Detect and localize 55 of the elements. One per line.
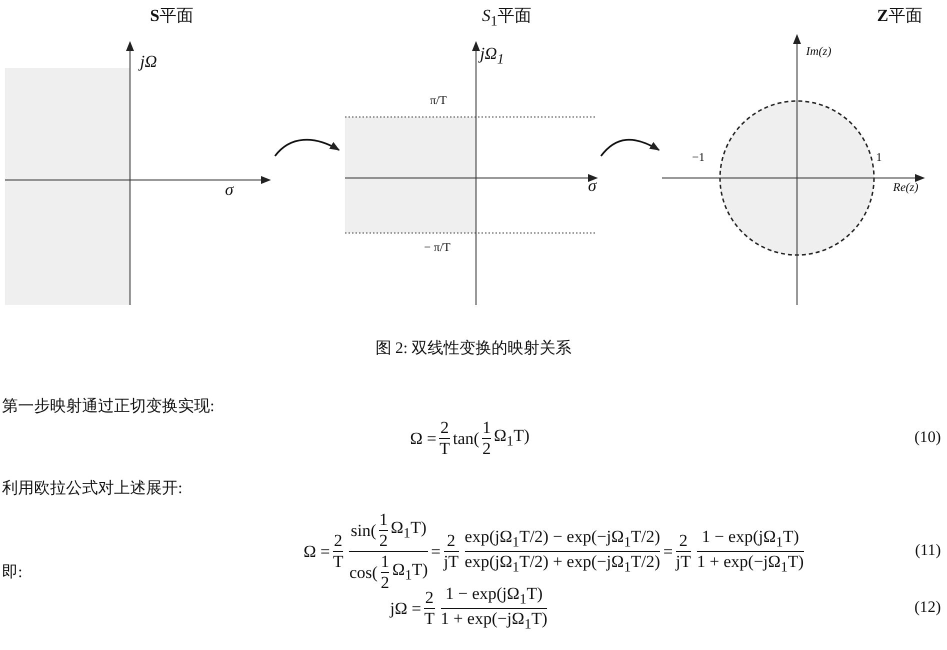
- equation-term: 2: [679, 531, 688, 551]
- equation-term: 2: [440, 418, 449, 438]
- axis-label: jΩ$_{1}$: [480, 44, 504, 68]
- equation-term: 2: [379, 531, 388, 551]
- plane-title: S$_{1}$平面: [482, 5, 532, 30]
- equation-term: T: [332, 552, 344, 572]
- paragraph-text: 即:: [2, 563, 22, 583]
- equation-term: 1: [379, 510, 388, 530]
- equation-term: 2: [334, 531, 342, 551]
- equation-term: 1 + exp(−jΩ$_{1}$T): [696, 552, 804, 576]
- equation-term: Ω$_{1}$T): [494, 426, 530, 451]
- equation-term: exp(jΩ$_{1}$T/2) + exp(−jΩ$_{1}$T/2): [464, 552, 660, 576]
- equation-term: 1 + exp(−jΩ$_{1}$T): [440, 609, 548, 634]
- equation-number: (11): [914, 542, 941, 560]
- equation-term: T: [424, 609, 435, 630]
- axis-label: Im(z): [806, 44, 832, 59]
- curved-arrow: [600, 138, 660, 157]
- paragraph-text: 第一步映射通过正切变换实现:: [2, 396, 214, 417]
- equation-term: jΩ =: [390, 598, 422, 619]
- equation-term: Ω =: [304, 542, 330, 562]
- equation-term: 1: [380, 552, 390, 572]
- axis-label: jΩ: [140, 52, 158, 72]
- equation-term: 2: [482, 439, 491, 459]
- equation-term: sin(: [350, 520, 376, 540]
- tick-label: 1: [876, 150, 882, 165]
- axis-label: Re(z): [893, 180, 918, 195]
- plane-title: Z平面: [877, 5, 922, 27]
- equation-term: T: [439, 439, 450, 459]
- equation-term: cos(: [349, 562, 378, 582]
- equation-term: 2: [380, 573, 390, 593]
- tick-label: π/T: [430, 93, 447, 108]
- tick-label: −1: [692, 150, 705, 165]
- plane-title: S平面: [150, 5, 194, 27]
- equation-term: 2: [446, 531, 456, 551]
- equation-term: tan(: [452, 428, 480, 448]
- paragraph-text: 利用欧拉公式对上述展开:: [2, 478, 182, 499]
- equation-term: exp(jΩ$_{1}$T/2) − exp(−jΩ$_{1}$T/2): [464, 526, 660, 551]
- equation-number: (12): [914, 599, 941, 617]
- figure-caption: 图 2: 双线性变换的映射关系: [374, 338, 573, 359]
- equation-term: 1 − exp(jΩ$_{1}$T): [445, 584, 543, 608]
- equation-number: (10): [914, 428, 941, 446]
- equation-term: 1: [482, 418, 491, 438]
- curved-arrow: [274, 138, 340, 157]
- equation-term: =: [663, 542, 673, 562]
- equation-term: Ω$_{1}$T): [392, 560, 428, 585]
- equation-term: Ω =: [410, 428, 436, 448]
- equation-term: =: [430, 542, 441, 562]
- axis-label: σ: [588, 176, 596, 196]
- equation-term: 1 − exp(jΩ$_{1}$T): [702, 526, 799, 551]
- equation-term: 2: [425, 588, 434, 608]
- equation-term: jT: [676, 552, 691, 572]
- axis-label: σ: [225, 180, 234, 200]
- equation-term: Ω$_{1}$T): [390, 518, 427, 543]
- equation-term: jT: [444, 552, 459, 572]
- tick-label: − π/T: [424, 240, 450, 255]
